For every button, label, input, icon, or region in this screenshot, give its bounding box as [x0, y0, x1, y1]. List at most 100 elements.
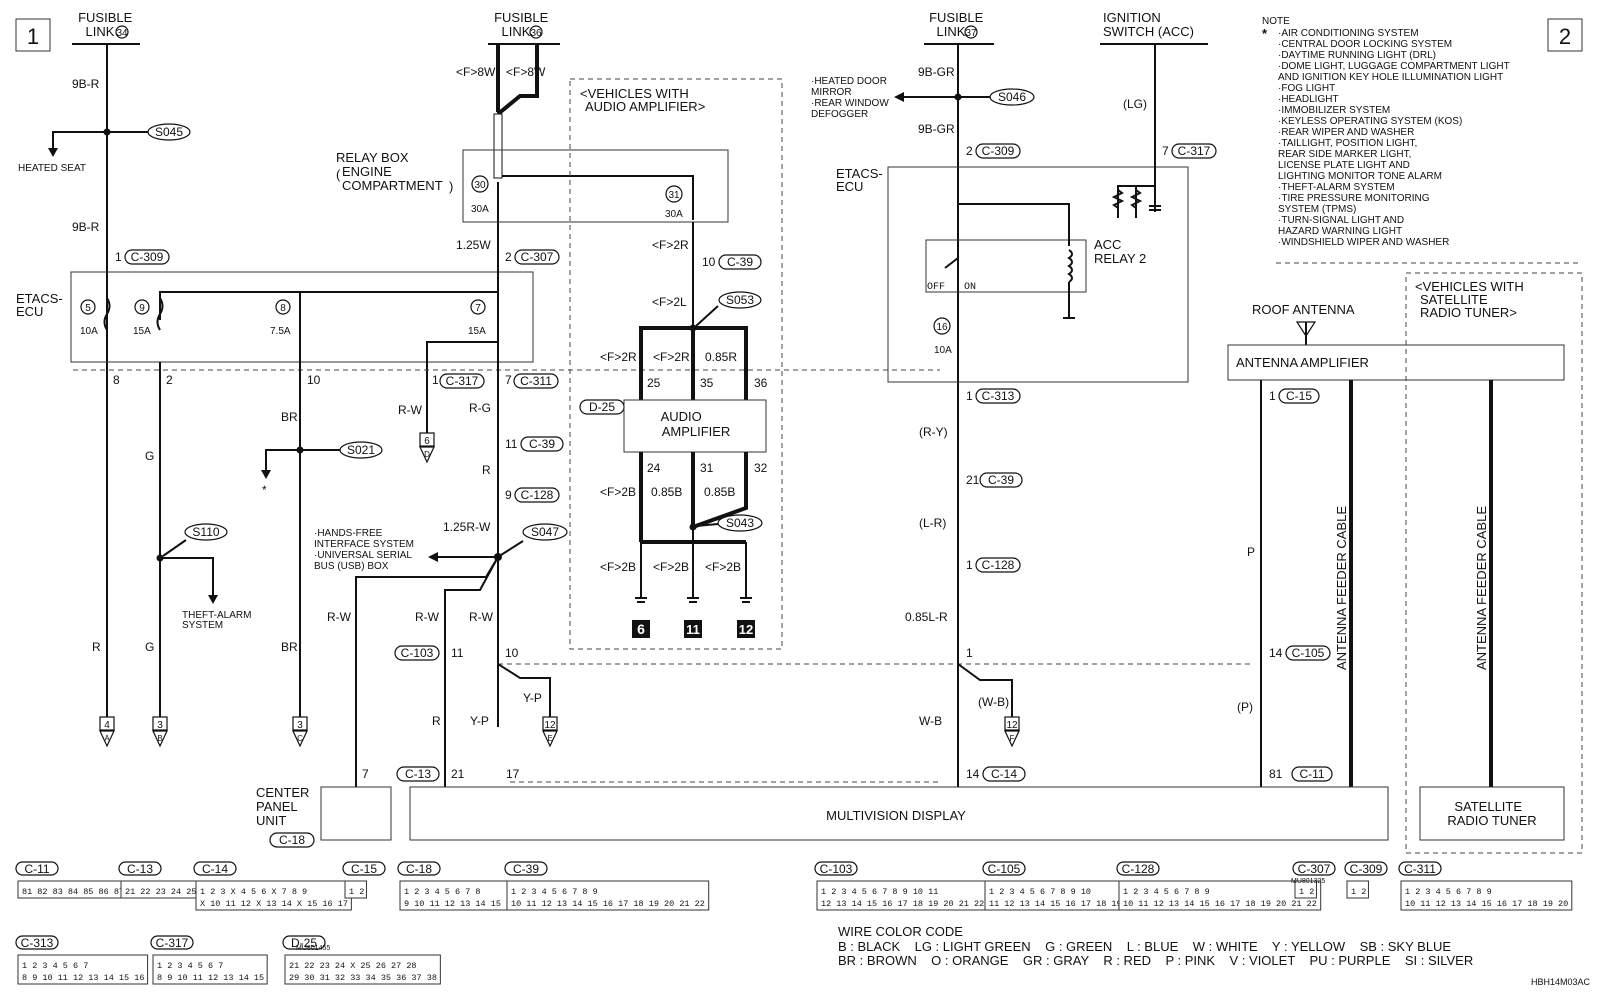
wire-label-1-25r-w: 1.25R-W [443, 520, 491, 534]
splice-s021-label: S021 [347, 443, 375, 457]
wire-label-f-2b-3: <F>2B [705, 560, 741, 574]
etacs-ecu-label-right: ETACS- ECU [836, 166, 886, 194]
conn-c128-tag-9 [514, 487, 560, 503]
relay-bus-vertical [493, 113, 503, 179]
wire-label-l-r: (L-R) [919, 516, 946, 530]
connector-pin-row: 9 10 11 12 13 14 15 16 [404, 899, 516, 909]
acc-relay-line1: ACC [1094, 237, 1121, 252]
center-panel-line3: UNIT [256, 813, 286, 828]
splice-s045-label: S045 [155, 125, 183, 139]
heated-mirror-label: ·HEATED DOOR MIRROR ·REAR WINDOW DEFOGGE… [811, 76, 892, 120]
wire-label-8w-left: <F>8W [456, 65, 496, 79]
pin-25: 25 [647, 376, 661, 390]
conn-c39-tag-11 [520, 436, 564, 452]
etacs-ecu-left-line1: ETACS- [16, 291, 63, 306]
heated-mirror-line2: MIRROR [811, 87, 852, 98]
connector-id-tag [982, 861, 1026, 876]
conn-c18-label: C-18 [279, 833, 305, 847]
terminal-e-num: 12 [544, 720, 556, 731]
splice-s046-label: S046 [998, 90, 1026, 104]
hands-free-arrow [428, 552, 438, 562]
note-item: ·CENTRAL DOOR LOCKING SYSTEM [1278, 39, 1452, 50]
fusible-link-37: FUSIBLE LINK 37 [924, 10, 994, 45]
conn-d25-label: D-25 [589, 400, 615, 414]
connector-pin-row: 1 2 [1351, 887, 1366, 897]
connector-id-label: C-103 [820, 862, 853, 876]
note-item: LICENSE PLATE LIGHT AND [1278, 160, 1410, 171]
antenna-amplifier-box [1227, 344, 1565, 381]
wire-label-9b-r-bottom: 9B-R [72, 220, 100, 234]
wire-r-w-center-panel [355, 556, 499, 787]
hands-free-line1: ·HANDS-FREE [314, 528, 383, 539]
conn-c309-label: C-309 [131, 250, 164, 264]
pin-31: 31 [700, 461, 714, 475]
terminal-c-num: 3 [297, 720, 303, 731]
pin-17: 17 [506, 767, 520, 781]
etacs-ecu-right-line2: ECU [836, 179, 863, 194]
satellite-group-line2: SATELLITE [1420, 292, 1488, 307]
connector-body [984, 880, 1141, 911]
conn-c15-label: C-15 [1286, 389, 1312, 403]
connector-id-tag [1116, 861, 1160, 876]
terminal-f-box [1004, 716, 1020, 731]
fusible-link-34-number: 34 [116, 28, 128, 39]
antenna-feeder-cable-label-2: ANTENNA FEEDER CABLE [1474, 506, 1489, 670]
relay-box-paren-close: ) [449, 179, 453, 194]
wire-label-w-b: W-B [919, 714, 942, 728]
connector-pin-row: 1 2 3 X 4 5 6 X 7 8 9 [200, 887, 307, 897]
fuse-7-amp: 15A [468, 326, 486, 337]
pin-10-c103: 10 [505, 646, 519, 660]
theft-alarm-label: THEFT-ALARM SYSTEM [182, 610, 254, 631]
wire-pin32 [692, 452, 748, 529]
connector-pin-row: 8 9 10 11 12 13 14 15 16 [22, 973, 144, 983]
conn-c307-tag [514, 249, 560, 265]
note-item: REAR SIDE MARKER LIGHT, [1278, 149, 1411, 160]
ground-6-box [632, 620, 650, 638]
connector-id-tag [504, 861, 548, 876]
note-item: ·WINDSHIELD WIPER AND WASHER [1278, 237, 1449, 248]
part-number-mu801455: MU801455 [296, 945, 330, 952]
fuse-8-number: 8 [280, 303, 286, 314]
splice-s043 [717, 514, 763, 532]
terminal-a: 4 A [99, 716, 115, 748]
wire-label-lg: (LG) [1123, 97, 1147, 111]
relay-box-paren-open: ( [336, 167, 341, 182]
wire-label-f-2b-top: <F>2B [600, 485, 636, 499]
connector-c-39: C-391 2 3 4 5 6 7 8 910 11 12 13 14 15 1… [504, 861, 710, 911]
connector-body [1118, 880, 1322, 911]
satellite-group-line1: <VEHICLES WITH [1415, 279, 1524, 294]
terminal-b-tri [152, 730, 168, 748]
pin-2: 2 [166, 373, 173, 387]
connector-id-label: C-11 [24, 862, 49, 876]
ignition-switch-line2: SWITCH (ACC) [1103, 24, 1194, 39]
fuse-30-amp: 30A [471, 204, 489, 215]
terminal-d-box [419, 432, 435, 447]
fuse-5-amp: 10A [80, 326, 98, 337]
fusible-link-37-line1: FUSIBLE [929, 10, 984, 25]
fusible-link-34: FUSIBLE LINK 34 [72, 10, 140, 45]
relay-box-line1: RELAY BOX [336, 150, 409, 165]
connector-body [1346, 880, 1369, 899]
connector-pin-row: 8 9 10 11 12 13 14 15 [157, 973, 264, 983]
wire-label-g-low: G [145, 640, 154, 654]
note-item: ·TAILLIGHT, POSITION LIGHT, [1278, 138, 1417, 149]
connector-id-tag [1344, 861, 1388, 876]
audio-amplifier-line1: AUDIO [661, 409, 702, 424]
terminal-f-num: 12 [1006, 720, 1018, 731]
pin-24: 24 [647, 461, 661, 475]
fuse-31-number: 31 [668, 190, 680, 201]
splice-s047-label: S047 [531, 525, 559, 539]
terminal-c-letter: C [297, 734, 303, 743]
conn-c307-label: C-307 [521, 250, 554, 264]
ground-11-box [684, 620, 702, 638]
connector-pin-row: 1 2 3 4 5 6 7 8 9 [1123, 887, 1210, 897]
fuse-5-number: 5 [85, 303, 91, 314]
ground-symbols [635, 597, 752, 603]
connector-pin-row: X 10 11 12 X 13 14 X 15 16 17 [200, 899, 348, 909]
audio-amp-group-label: <VEHICLES WITH AUDIO AMPLIFIER> [580, 86, 705, 114]
wire-w-b-branch [957, 663, 1013, 727]
s047-leader [500, 540, 524, 556]
note-item: ·FOG LIGHT [1278, 83, 1335, 94]
